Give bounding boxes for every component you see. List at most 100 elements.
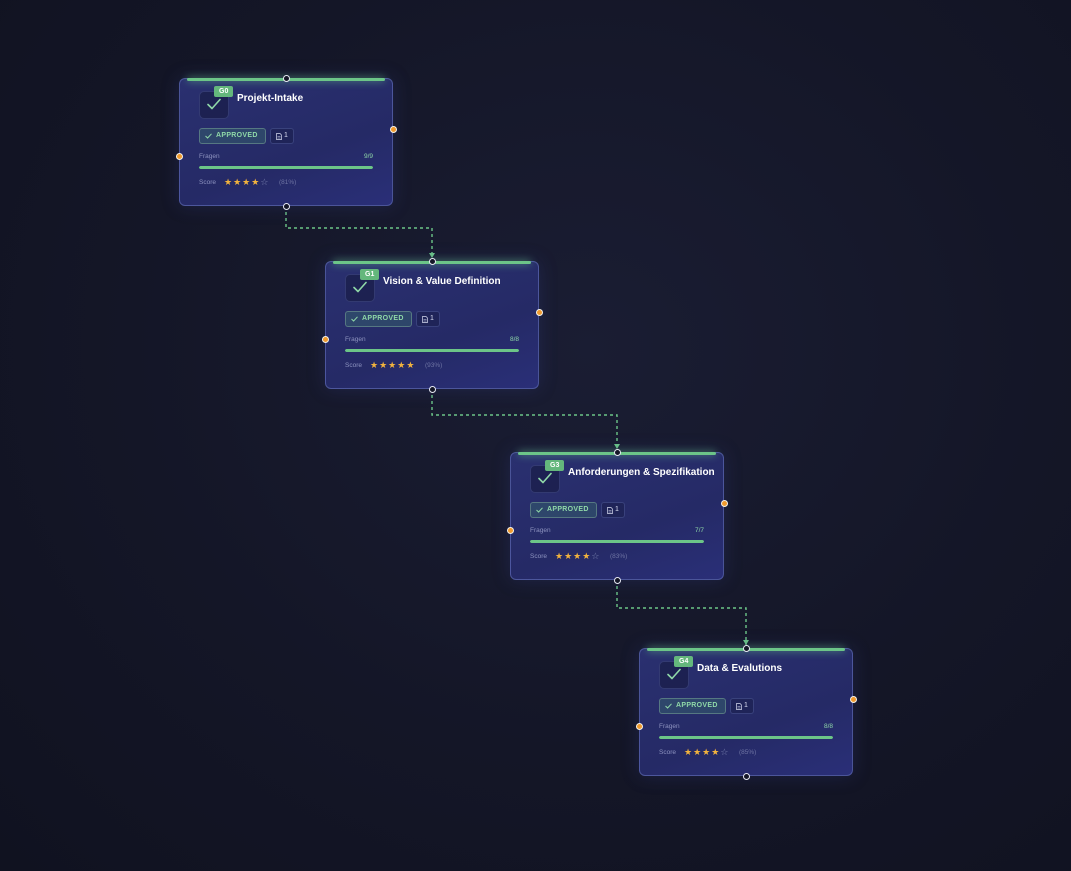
node-title: Vision & Value Definition (383, 276, 501, 287)
progress-fill (530, 540, 704, 543)
right-handle-g4[interactable] (849, 695, 857, 703)
star-filled-icon: ★ (224, 177, 233, 187)
output-handle-g3[interactable] (613, 576, 621, 584)
questions-label: Fragen (659, 723, 680, 730)
questions-progress-bar (345, 349, 519, 352)
status-label: APPROVED (676, 702, 718, 709)
document-count-button[interactable]: 1 (601, 502, 625, 518)
questions-count: 9/9 (363, 153, 373, 160)
input-handle-g4[interactable] (742, 644, 750, 652)
star-filled-icon: ★ (702, 747, 711, 757)
star-filled-icon: ★ (573, 551, 582, 561)
star-filled-icon: ★ (684, 747, 693, 757)
score-stars: ★★★★☆ (684, 747, 728, 757)
star-filled-icon: ★ (388, 360, 397, 370)
check-icon (667, 668, 681, 680)
score-stars: ★★★★☆ (555, 551, 599, 561)
output-handle-g1[interactable] (428, 385, 436, 393)
questions-label: Fragen (530, 527, 551, 534)
left-handle-g1[interactable] (321, 335, 329, 343)
status-badge[interactable]: APPROVED (345, 311, 412, 327)
score-label: Score (659, 749, 676, 756)
questions-count: 8/8 (509, 336, 519, 343)
document-count: 1 (615, 506, 619, 513)
gate-badge: G4 (674, 656, 694, 667)
right-handle-g3[interactable] (720, 499, 728, 507)
edge-G1-G3[interactable] (431, 389, 618, 449)
edge-G0-G1[interactable] (285, 206, 433, 258)
document-count-button[interactable]: 1 (416, 311, 440, 327)
score-percent: (85%) (739, 749, 757, 756)
status-label: APPROVED (362, 315, 404, 322)
score-percent: (83%) (610, 553, 628, 560)
star-empty-icon: ☆ (591, 551, 600, 561)
progress-fill (199, 166, 373, 169)
document-icon (276, 132, 282, 140)
check-icon (351, 316, 358, 322)
star-empty-icon: ☆ (720, 747, 729, 757)
output-handle-g0[interactable] (282, 202, 290, 210)
star-filled-icon: ★ (397, 360, 406, 370)
check-icon (207, 98, 221, 110)
check-icon (536, 507, 543, 513)
score-label: Score (345, 362, 362, 369)
node-title: Projekt-Intake (237, 93, 304, 104)
star-filled-icon: ★ (251, 177, 260, 187)
document-count: 1 (284, 132, 288, 139)
document-count-button[interactable]: 1 (270, 128, 294, 144)
star-filled-icon: ★ (582, 551, 591, 561)
left-handle-g3[interactable] (506, 526, 514, 534)
questions-label: Fragen (345, 336, 366, 343)
document-count-button[interactable]: 1 (730, 698, 754, 714)
document-icon (422, 315, 428, 323)
star-filled-icon: ★ (711, 747, 720, 757)
status-badge[interactable]: APPROVED (199, 128, 266, 144)
right-handle-g0[interactable] (389, 125, 397, 133)
check-icon (353, 281, 367, 293)
document-icon (607, 506, 613, 514)
left-handle-g4[interactable] (635, 722, 643, 730)
star-filled-icon: ★ (379, 360, 388, 370)
status-label: APPROVED (547, 506, 589, 513)
questions-progress-bar (530, 540, 704, 543)
score-label: Score (199, 179, 216, 186)
right-handle-g1[interactable] (535, 308, 543, 316)
status-badge[interactable]: APPROVED (659, 698, 726, 714)
node-title: Data & Evalutions (697, 663, 783, 674)
document-count: 1 (744, 702, 748, 709)
status-badge[interactable]: APPROVED (530, 502, 597, 518)
check-icon (538, 472, 552, 484)
star-filled-icon: ★ (370, 360, 379, 370)
questions-count: 8/8 (823, 723, 833, 730)
input-handle-g0[interactable] (282, 74, 290, 82)
input-handle-g1[interactable] (428, 257, 436, 265)
check-icon (205, 133, 212, 139)
node-title: Anforderungen & Spezifikation (568, 467, 715, 478)
left-handle-g0[interactable] (175, 152, 183, 160)
check-icon (665, 703, 672, 709)
input-handle-g3[interactable] (613, 448, 621, 456)
star-filled-icon: ★ (242, 177, 251, 187)
output-handle-g4[interactable] (742, 772, 750, 780)
gate-badge: G3 (545, 460, 565, 471)
status-label: APPROVED (216, 132, 258, 139)
progress-fill (659, 736, 833, 739)
questions-progress-bar (659, 736, 833, 739)
gate-badge: G0 (214, 86, 234, 97)
star-filled-icon: ★ (693, 747, 702, 757)
score-percent: (93%) (425, 362, 443, 369)
score-stars: ★★★★★ (370, 360, 414, 370)
star-empty-icon: ☆ (260, 177, 269, 187)
score-percent: (81%) (279, 179, 297, 186)
score-stars: ★★★★☆ (224, 177, 268, 187)
gate-badge: G1 (360, 269, 380, 280)
progress-fill (345, 349, 519, 352)
star-filled-icon: ★ (233, 177, 242, 187)
edge-G3-G4[interactable] (616, 580, 747, 645)
